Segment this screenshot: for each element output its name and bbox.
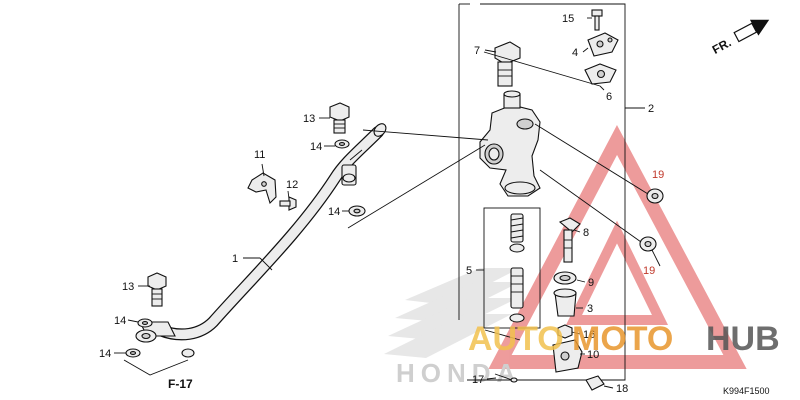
cap-19-upper <box>646 188 664 204</box>
callout-1: 1 <box>232 253 238 265</box>
assembly-2-box <box>458 3 645 381</box>
assembly-5-box <box>483 207 541 329</box>
diagram-code: K994F1500 <box>723 386 770 396</box>
watermark-triangle <box>488 125 747 369</box>
callout-14-lower-b: 14 <box>99 348 111 360</box>
callout-14-mid: 14 <box>328 206 340 218</box>
callout-16: 16 <box>583 329 595 341</box>
honda-wing-watermark <box>384 268 520 358</box>
svg-text:AUTO: AUTO <box>468 320 564 358</box>
callout-5: 5 <box>466 265 472 277</box>
callout-12: 12 <box>286 179 298 191</box>
callout-3: 3 <box>587 303 593 315</box>
bolt-12 <box>279 196 297 211</box>
callout-13-top: 13 <box>303 113 315 125</box>
joint-plate-4 <box>587 32 619 57</box>
callout-10: 10 <box>587 349 599 361</box>
callout-2: 2 <box>648 103 654 115</box>
callout-15: 15 <box>562 13 574 25</box>
svg-text:HUB: HUB <box>706 320 780 358</box>
front-direction-arrow: FR. <box>710 19 770 57</box>
callout-14-lower-a: 14 <box>114 315 126 327</box>
brake-hose <box>154 123 387 341</box>
cap-19-lower <box>639 236 657 252</box>
svg-text:MOTO: MOTO <box>572 320 673 358</box>
callout-11: 11 <box>254 149 265 161</box>
callout-6: 6 <box>606 91 612 103</box>
hose-banjo-bottom <box>135 321 176 343</box>
automotohub-watermark: AUTO MOTO HUB <box>468 320 780 358</box>
piston <box>509 267 525 323</box>
pushrod-8 <box>558 217 581 263</box>
callout-13-bottom: 13 <box>122 281 134 293</box>
pushrod-joint-10 <box>552 339 583 373</box>
callout-9: 9 <box>588 277 594 289</box>
reference-label: F-17 <box>168 377 193 391</box>
callout-18: 18 <box>616 383 628 395</box>
screw-15 <box>591 9 603 31</box>
callout-7: 7 <box>474 45 480 57</box>
callout-17: 17 <box>472 374 484 386</box>
callout-19-upper: 19 <box>652 169 664 181</box>
seal-6 <box>584 63 617 85</box>
bolt-13-top <box>329 102 350 134</box>
callout-14-top: 14 <box>310 141 322 153</box>
honda-logo-watermark: HONDA <box>396 358 521 388</box>
bolt-13-bottom <box>147 272 167 307</box>
nut-16 <box>557 324 573 339</box>
callout-19-lower: 19 <box>643 265 655 277</box>
cotter-pin-17 <box>494 373 518 383</box>
hose-clamp-11 <box>247 172 277 205</box>
callout-4: 4 <box>572 47 578 59</box>
master-cylinder-body <box>479 90 541 197</box>
reservoir-joint-7 <box>494 41 521 87</box>
boot-3 <box>553 288 577 317</box>
pin-18 <box>585 375 605 391</box>
svg-text:FR.: FR. <box>710 35 734 56</box>
leader-lines <box>114 17 661 389</box>
hose-banjo-top <box>341 164 357 186</box>
callout-8: 8 <box>583 227 589 239</box>
spring <box>509 213 525 253</box>
washer-14-right <box>181 348 195 358</box>
